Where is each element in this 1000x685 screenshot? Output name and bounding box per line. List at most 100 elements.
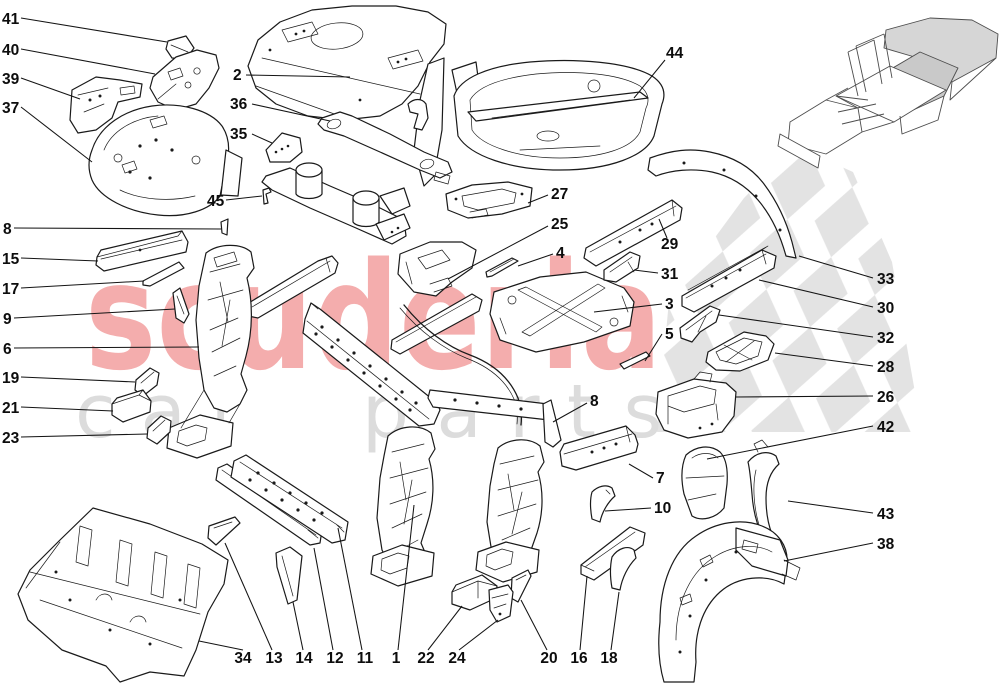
leader-line-19 xyxy=(20,376,136,383)
leader-line-6 xyxy=(13,346,200,349)
leader-line-13 xyxy=(224,542,273,651)
part-illustration-7 xyxy=(559,425,639,471)
leader-line-22 xyxy=(427,605,463,651)
leader-line-11 xyxy=(337,527,363,651)
callout-label-1: 1 xyxy=(392,650,401,667)
leader-line-29 xyxy=(658,218,668,239)
leader-line-34 xyxy=(198,640,244,651)
leader-line-28 xyxy=(774,352,874,367)
leader-line-37 xyxy=(20,106,93,163)
callout-label-3: 3 xyxy=(665,296,674,313)
callout-label-31: 31 xyxy=(661,266,679,283)
leader-line-15 xyxy=(20,257,99,262)
callout-label-28: 28 xyxy=(877,359,895,376)
part-illustration-19 xyxy=(134,367,160,397)
callout-label-15: 15 xyxy=(2,251,20,268)
leader-line-21 xyxy=(20,406,114,412)
callout-label-34: 34 xyxy=(234,650,252,667)
leader-line-20 xyxy=(520,599,548,651)
part-illustration-5 xyxy=(619,351,651,370)
leader-line-7 xyxy=(628,463,654,479)
part-illustration-14 xyxy=(275,546,303,605)
callout-label-2: 2 xyxy=(233,67,242,84)
callout-label-19: 19 xyxy=(2,370,20,387)
part-illustration-26 xyxy=(655,371,737,439)
callout-label-40: 40 xyxy=(2,42,19,59)
part-illustration-frame xyxy=(302,293,562,448)
leader-line-32 xyxy=(718,314,874,338)
callout-label-23: 23 xyxy=(2,430,20,447)
callout-label-37: 37 xyxy=(2,100,19,117)
leader-line-42 xyxy=(706,425,874,460)
part-illustration-24 xyxy=(488,584,514,623)
callout-label-41: 41 xyxy=(2,11,20,28)
callout-label-9: 9 xyxy=(3,311,12,328)
part-illustration-pillar-right xyxy=(475,439,545,583)
part-illustration-15 xyxy=(95,230,189,272)
leader-line-9 xyxy=(13,308,176,319)
leader-line-3 xyxy=(593,303,663,313)
callout-label-17: 17 xyxy=(2,281,19,298)
callout-label-32: 32 xyxy=(877,330,894,347)
callout-label-44: 44 xyxy=(666,45,684,62)
leader-line-18 xyxy=(610,591,620,651)
leader-line-1 xyxy=(397,504,415,651)
part-illustration-34 xyxy=(17,507,229,683)
part-illustration-11 xyxy=(230,454,349,544)
part-illustration-8a xyxy=(220,218,229,236)
callout-label-36: 36 xyxy=(230,96,248,113)
part-illustration-10 xyxy=(589,485,616,523)
part-illustration-39 xyxy=(69,76,143,134)
leader-line-4 xyxy=(517,253,554,267)
part-illustration-25 xyxy=(397,241,477,297)
part-illustration-45 xyxy=(262,187,272,205)
part-illustration-37 xyxy=(88,104,243,217)
part-illustration-29 xyxy=(583,199,683,267)
callout-label-22: 22 xyxy=(417,650,434,667)
leader-line-41 xyxy=(20,17,168,43)
leader-line-10 xyxy=(604,507,652,512)
leader-line-8a xyxy=(13,227,222,230)
leader-line-44 xyxy=(633,59,666,99)
part-illustration-35 xyxy=(261,132,411,245)
leader-line-2 xyxy=(245,74,351,78)
callout-label-43: 43 xyxy=(877,506,895,523)
callout-label-27: 27 xyxy=(551,186,568,203)
callout-label-11: 11 xyxy=(357,650,374,667)
callout-label-6: 6 xyxy=(3,341,12,358)
leader-line-12 xyxy=(313,547,334,651)
leader-line-25 xyxy=(447,225,549,280)
callout-label-5: 5 xyxy=(665,326,674,343)
callout-label-39: 39 xyxy=(2,71,20,88)
part-illustration-33 xyxy=(647,149,797,259)
leader-line-14 xyxy=(292,601,304,651)
callout-label-26: 26 xyxy=(877,389,895,406)
leader-line-38 xyxy=(783,542,874,562)
part-illustration-6 xyxy=(166,244,339,459)
part-illustration-44 xyxy=(407,59,665,171)
callout-label-33: 33 xyxy=(877,271,895,288)
leader-line-39 xyxy=(20,77,81,100)
callout-label-35: 35 xyxy=(230,126,248,143)
part-illustration-17 xyxy=(142,261,185,287)
leader-line-36 xyxy=(251,103,331,122)
callout-label-30: 30 xyxy=(877,300,894,317)
part-illustration-42 xyxy=(681,446,728,520)
leader-line-26 xyxy=(735,395,874,398)
callout-label-8b: 8 xyxy=(590,393,599,410)
part-illustration-1 xyxy=(370,426,436,587)
leader-line-33 xyxy=(798,255,874,279)
callout-label-42: 42 xyxy=(877,419,894,436)
callout-label-38: 38 xyxy=(877,536,895,553)
part-illustration-3 xyxy=(489,271,635,353)
leader-line-24 xyxy=(458,619,499,651)
part-illustration-13 xyxy=(207,516,241,546)
leader-line-45 xyxy=(225,195,263,201)
part-illustration-16 xyxy=(580,526,646,581)
callout-labels: 4140393781517961921232363545442725429313… xyxy=(2,11,895,667)
callout-label-14: 14 xyxy=(295,650,313,667)
chassis-overview-thumbnail xyxy=(777,17,999,169)
leader-line-31 xyxy=(633,269,659,274)
part-illustration-31 xyxy=(603,251,641,283)
